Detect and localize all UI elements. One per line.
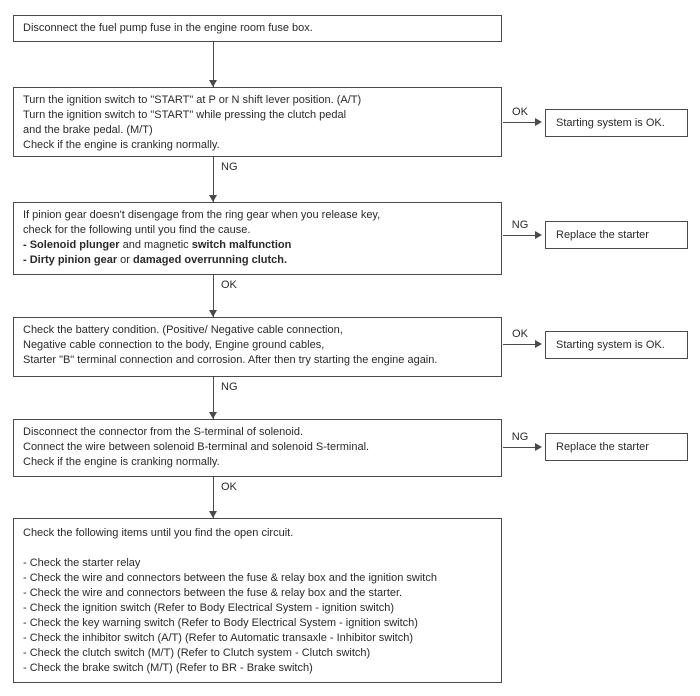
- branch-label-ng: NG: [221, 381, 238, 393]
- checklist-item: - Check the inhibitor switch (A/T) (Refe…: [23, 632, 414, 644]
- checklist-item: - Check the key warning switch (Refer to…: [23, 617, 418, 629]
- text-line: Check the battery condition. (Positive/ …: [23, 324, 343, 336]
- branch-label-ng: NG: [511, 219, 529, 231]
- text-line: Check if the engine is cranking normally…: [23, 456, 220, 468]
- arrowhead-down-icon: [209, 195, 217, 202]
- text-line: Check if the engine is cranking normally…: [23, 139, 220, 151]
- process-box-disconnect-fuel-pump-fuse: Disconnect the fuel pump fuse in the eng…: [13, 15, 502, 42]
- process-box-open-circuit-checklist: Check the following items until you find…: [13, 518, 502, 683]
- checklist-item: - Check the clutch switch (M/T) (Refer t…: [23, 647, 371, 659]
- checklist-item: - Check the wire and connectors between …: [23, 587, 403, 599]
- process-box-solenoid-terminal-check: Disconnect the connector from the S-term…: [13, 419, 502, 477]
- terminal-box-replace-starter-1: Replace the starter: [545, 221, 688, 249]
- connector-step4-result: [503, 344, 535, 345]
- text-line: Negative cable connection to the body, E…: [23, 339, 325, 351]
- connector-step5-result: [503, 447, 535, 448]
- text-line: - Dirty pinion gear or damaged overrunni…: [23, 254, 288, 266]
- checklist-item: - Check the starter relay: [23, 557, 141, 569]
- branch-label-ng: NG: [511, 431, 529, 443]
- arrowhead-down-icon: [209, 412, 217, 419]
- text-line: and the brake pedal. (M/T): [23, 124, 153, 136]
- text-line: Disconnect the fuel pump fuse in the eng…: [23, 22, 313, 34]
- branch-label-ok: OK: [512, 328, 528, 340]
- connector-step5-step6: [213, 477, 214, 518]
- connector-step2-result: [503, 122, 535, 123]
- arrowhead-down-icon: [209, 511, 217, 518]
- text-line: Turn the ignition switch to "START" at P…: [23, 94, 362, 106]
- connector-step3-step4: [213, 275, 214, 317]
- branch-label-ok: OK: [221, 481, 237, 493]
- text-line: Connect the wire between solenoid B-term…: [23, 441, 370, 453]
- connector-step2-step3: [213, 157, 214, 202]
- text-line: Turn the ignition switch to "START" whil…: [23, 109, 347, 121]
- arrowhead-down-icon: [209, 310, 217, 317]
- connector-step1-step2: [213, 42, 214, 87]
- branch-label-ok: OK: [221, 279, 237, 291]
- text-line: Replace the starter: [556, 228, 649, 241]
- terminal-box-replace-starter-2: Replace the starter: [545, 433, 688, 461]
- branch-label-ng: NG: [221, 161, 238, 173]
- text-line: Disconnect the connector from the S-term…: [23, 426, 304, 438]
- connector-step3-result: [503, 235, 535, 236]
- arrowhead-right-icon: [535, 443, 542, 451]
- text-line: If pinion gear doesn't disengage from th…: [23, 209, 381, 221]
- text-line: Check the following items until you find…: [23, 527, 294, 539]
- process-box-pinion-gear-check: If pinion gear doesn't disengage from th…: [13, 202, 502, 275]
- connector-step4-step5: [213, 377, 214, 419]
- text-line: Starting system is OK.: [556, 116, 665, 129]
- branch-label-ok: OK: [512, 106, 528, 118]
- blank-line: [23, 541, 492, 556]
- process-box-battery-condition-check: Check the battery condition. (Positive/ …: [13, 317, 502, 377]
- checklist-item: - Check the brake switch (M/T) (Refer to…: [23, 662, 313, 674]
- text-line: - Solenoid plunger and magnetic switch m…: [23, 239, 292, 251]
- arrowhead-right-icon: [535, 118, 542, 126]
- terminal-box-starting-system-ok-2: Starting system is OK.: [545, 331, 688, 359]
- checklist-item: - Check the wire and connectors between …: [23, 572, 437, 584]
- text-line: check for the following until you find t…: [23, 224, 251, 236]
- text-line: Starting system is OK.: [556, 338, 665, 351]
- arrowhead-down-icon: [209, 80, 217, 87]
- arrowhead-right-icon: [535, 340, 542, 348]
- process-box-ignition-start-check: Turn the ignition switch to "START" at P…: [13, 87, 502, 157]
- text-line: Starter "B" terminal connection and corr…: [23, 354, 438, 366]
- arrowhead-right-icon: [535, 231, 542, 239]
- checklist-item: - Check the ignition switch (Refer to Bo…: [23, 602, 395, 614]
- terminal-box-starting-system-ok-1: Starting system is OK.: [545, 109, 688, 137]
- text-line: Replace the starter: [556, 440, 649, 453]
